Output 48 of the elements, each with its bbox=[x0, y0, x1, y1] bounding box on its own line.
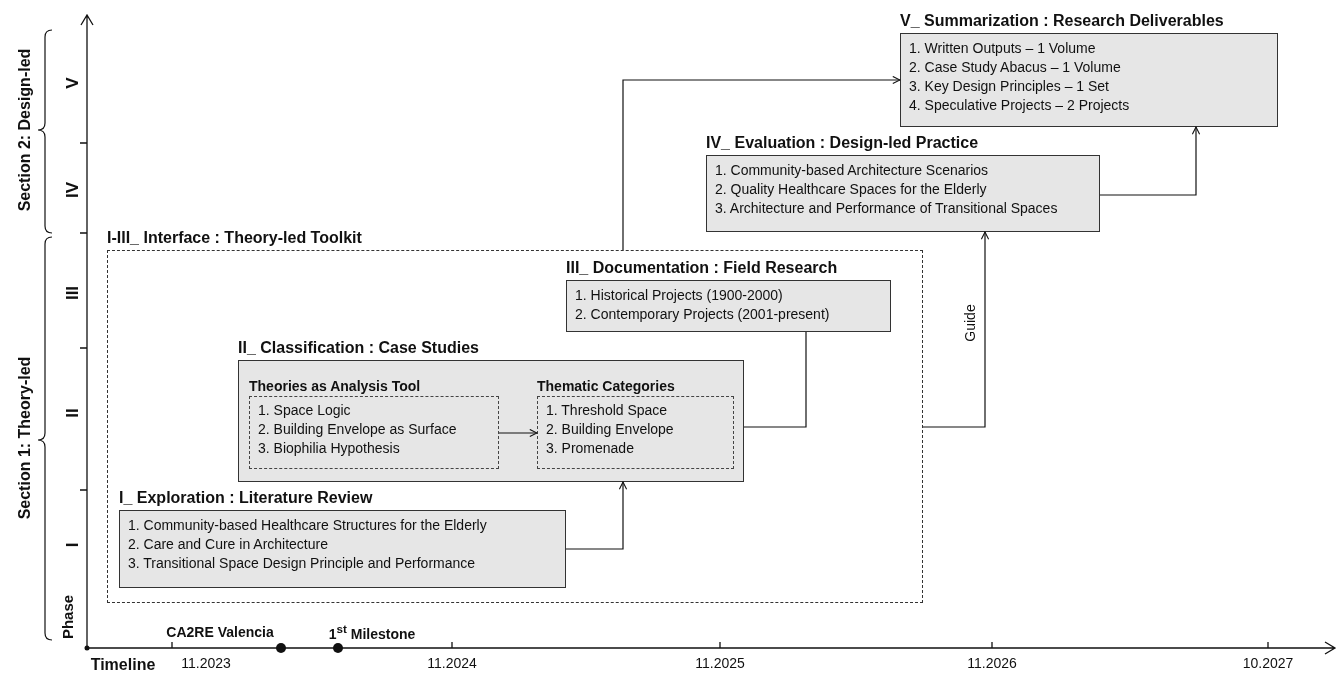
section-label: Section 1: Theory-led bbox=[16, 356, 34, 520]
list-item: 2. Building Envelope bbox=[546, 420, 675, 439]
axis-title: Phase bbox=[59, 594, 77, 640]
date-label: 11.2026 bbox=[967, 656, 1017, 672]
phase-number: IV bbox=[63, 181, 83, 199]
list-item: 2. Case Study Abacus – 1 Volume bbox=[909, 58, 1122, 77]
edge-label: Guide bbox=[962, 302, 978, 344]
milestone-label: CA2RE Valencia bbox=[166, 625, 274, 641]
list-item: 3. Transitional Space Design Principle and Performance bbox=[128, 554, 477, 573]
phase-heading: I-III_ Interface : Theory-led Toolkit bbox=[107, 228, 362, 248]
axis-title: Timeline bbox=[90, 656, 156, 674]
phase-heading: I_ Exploration : Literature Review bbox=[119, 488, 373, 508]
list-item: 2. Building Envelope as Surface bbox=[258, 420, 458, 439]
list-item: 1. Community-based Healthcare Structures for the Elderly bbox=[128, 516, 488, 535]
connector-arrow bbox=[1099, 126, 1201, 196]
date-label: 11.2024 bbox=[427, 656, 477, 672]
list-item: 2. Contemporary Projects (2001-present) bbox=[575, 305, 831, 324]
connector-arrow bbox=[498, 428, 538, 438]
list-item: 3. Architecture and Performance of Transitional Spaces bbox=[715, 199, 1059, 218]
phase-heading: II_ Classification : Case Studies bbox=[238, 338, 479, 358]
phase-heading: IV_ Evaluation : Design-led Practice bbox=[706, 133, 979, 153]
list-item: 3. Promenade bbox=[546, 439, 635, 458]
list-item: 1. Written Outputs – 1 Volume bbox=[909, 39, 1097, 58]
connector-arrow bbox=[565, 481, 628, 550]
list-item: 1. Historical Projects (1900-2000) bbox=[575, 286, 784, 305]
date-label: 11.2023 bbox=[181, 656, 231, 672]
phase-heading: III_ Documentation : Field Research bbox=[566, 258, 838, 278]
list-item: 1. Space Logic bbox=[258, 401, 352, 420]
list-item: 2. Quality Healthcare Spaces for the Elderly bbox=[715, 180, 988, 199]
date-label: 10.2027 bbox=[1242, 656, 1294, 672]
phase-heading: Thematic Categories bbox=[537, 377, 675, 396]
connector-arrow bbox=[922, 231, 990, 428]
phase-number: III bbox=[63, 285, 83, 301]
phase-heading: Theories as Analysis Tool bbox=[249, 377, 421, 396]
date-label: 11.2025 bbox=[695, 656, 745, 672]
list-item: 1. Threshold Space bbox=[546, 401, 669, 420]
milestone-label: 1$^{st}$ Milestone bbox=[328, 623, 416, 643]
phase-number: II bbox=[63, 408, 83, 418]
section-label: Section 2: Design-led bbox=[16, 48, 34, 212]
connector-arrow bbox=[622, 75, 901, 251]
phase-number: V bbox=[63, 77, 83, 89]
list-item: 4. Speculative Projects – 2 Projects bbox=[909, 96, 1131, 115]
list-item: 1. Community-based Architecture Scenarios bbox=[715, 161, 990, 180]
list-item: 3. Biophilia Hypothesis bbox=[258, 439, 401, 458]
list-item: 2. Care and Cure in Architecture bbox=[128, 535, 329, 554]
list-item: 3. Key Design Principles – 1 Set bbox=[909, 77, 1110, 96]
phase-heading: V_ Summarization : Research Deliverables bbox=[900, 11, 1224, 31]
phase-number: I bbox=[63, 542, 83, 548]
